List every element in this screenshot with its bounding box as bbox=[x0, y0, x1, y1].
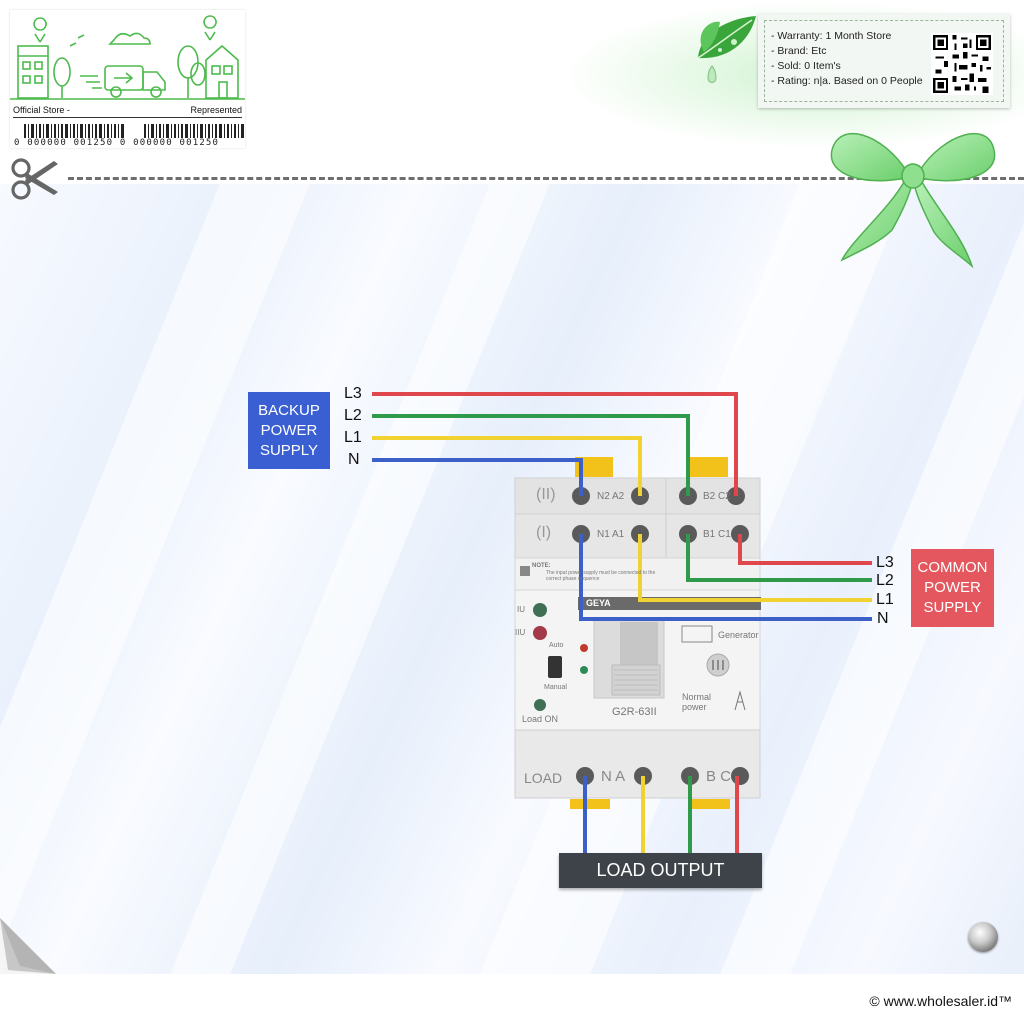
load-terminal-label: LOAD bbox=[524, 770, 563, 786]
generator-label: Generator bbox=[718, 630, 759, 640]
lower-terminals-right: B1 C1 bbox=[703, 529, 731, 540]
common-label-l2: L2 bbox=[876, 572, 894, 589]
backup-label-l2: L2 bbox=[344, 407, 362, 424]
warranty-item: - Warranty: 1 Month Store bbox=[771, 30, 892, 42]
page-curl-icon bbox=[0, 918, 56, 974]
sold-item: - Sold: 0 Item's bbox=[771, 60, 841, 72]
model-label: G2R-63II bbox=[612, 706, 657, 718]
brand-label: GEYA bbox=[586, 598, 611, 608]
cut-line bbox=[68, 177, 1024, 180]
common-label-n: N bbox=[877, 610, 889, 627]
manual-label: Manual bbox=[544, 684, 567, 691]
backup-power-supply-box: BACKUP POWER SUPPLY bbox=[248, 392, 330, 469]
common-power-supply-box: COMMON POWER SUPPLY bbox=[911, 549, 994, 627]
iu-label: IU bbox=[517, 605, 525, 614]
wire-backup-l3 bbox=[372, 392, 738, 496]
backup-label-n: N bbox=[348, 451, 360, 468]
backup-label-l3: L3 bbox=[344, 385, 362, 402]
copyright-text: © www.wholesaler.id™ bbox=[869, 993, 1012, 1009]
wire-backup-l2 bbox=[372, 414, 690, 496]
auto-label: Auto bbox=[549, 642, 564, 649]
wires bbox=[372, 392, 872, 853]
leaf-icon bbox=[697, 16, 756, 83]
green-bow-icon bbox=[830, 132, 996, 269]
upper-terminals-right: B2 C2 bbox=[703, 491, 731, 502]
transfer-switch-device bbox=[514, 457, 761, 809]
info-card: - Warranty: 1 Month Store - Brand: Etc -… bbox=[758, 14, 1010, 108]
scissors-icon bbox=[11, 158, 58, 200]
info-card-border: - Warranty: 1 Month Store - Brand: Etc -… bbox=[764, 20, 1004, 102]
note-text: The input power supply must be connected… bbox=[546, 570, 656, 582]
load-output-label: LOAD OUTPUT bbox=[559, 853, 762, 888]
wire-backup-l1 bbox=[372, 436, 642, 496]
store-tag-row: Official Store - Represented bbox=[13, 105, 242, 118]
lower-terminals-left: N1 A1 bbox=[597, 529, 625, 540]
wire-common-l1 bbox=[638, 534, 872, 602]
info-list: - Warranty: 1 Month Store - Brand: Etc -… bbox=[771, 29, 923, 89]
qr-code-icon[interactable] bbox=[931, 33, 993, 95]
metal-knob-icon bbox=[968, 922, 998, 952]
backup-label-l1: L1 bbox=[344, 429, 362, 446]
represented-label: Represented bbox=[190, 105, 242, 115]
brand-item: - Brand: Etc bbox=[771, 45, 827, 57]
iiu-label: IIU bbox=[515, 628, 526, 637]
barcode-number: 0 000000 001250 0 000000 001250 bbox=[14, 138, 220, 148]
common-label-l3: L3 bbox=[876, 554, 894, 571]
rating-item: - Rating: n|a. Based on 0 People bbox=[771, 75, 923, 87]
delivery-illustration bbox=[10, 15, 245, 100]
barcode bbox=[24, 124, 244, 138]
upper-terminals-left: N2 A2 bbox=[597, 491, 625, 502]
load-terminals-left: N A bbox=[601, 768, 626, 785]
lower-roman-label: (I) bbox=[536, 524, 552, 541]
load-terminals-right: B C bbox=[706, 768, 732, 785]
wire-common-l2 bbox=[686, 534, 872, 582]
common-label-l1: L1 bbox=[876, 591, 894, 608]
load-on-label: Load ON bbox=[522, 714, 559, 724]
normal-power-label: Normal power bbox=[682, 692, 712, 712]
upper-roman-label: (II) bbox=[536, 486, 556, 503]
store-tag: Official Store - Represented 0 000000 00… bbox=[10, 10, 245, 148]
note-title: NOTE: bbox=[532, 563, 551, 569]
wire-common-l3 bbox=[738, 534, 872, 565]
official-store-label: Official Store - bbox=[13, 105, 70, 115]
wire-common-n bbox=[579, 534, 872, 621]
wire-backup-n bbox=[372, 458, 583, 496]
